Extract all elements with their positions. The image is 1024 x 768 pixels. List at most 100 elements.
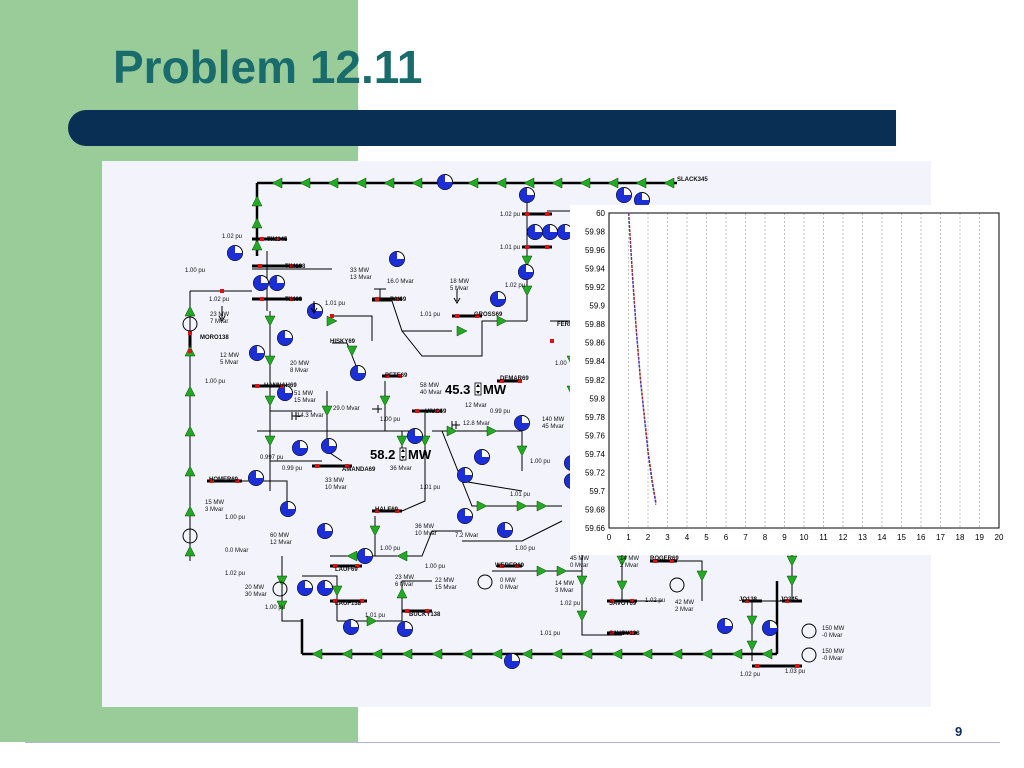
generator-icon (457, 467, 473, 483)
breaker (398, 374, 402, 378)
load-label: 5 Mvar (220, 360, 238, 366)
x-tick-label: 12 (839, 533, 848, 542)
y-tick-label: 59.84 (585, 357, 606, 366)
generator-icon (317, 523, 333, 539)
y-tick-label: 59.66 (585, 524, 606, 533)
flow-arrow (184, 305, 196, 317)
load-label: 23 MW (395, 575, 414, 581)
generator-icon (527, 224, 543, 240)
frequency-chart: 6059.9859.9659.9459.9259.959.8859.8659.8… (570, 205, 1010, 555)
mw-unit: MW (408, 447, 432, 462)
bus-label: TIM138 (285, 264, 306, 270)
load-label: 150 MW (822, 626, 845, 632)
voltage-label: 1.00 pu (530, 459, 550, 465)
load-label: 5 Mvar (450, 286, 468, 292)
flow-arrow (271, 177, 283, 189)
load-label: 15 Mvar (435, 585, 457, 591)
load-label: 6 Mvar (395, 582, 413, 588)
y-tick-label: 59.72 (585, 468, 606, 477)
breaker (415, 409, 419, 413)
flow-arrow (641, 648, 653, 660)
load-label: 0 Mvar (570, 563, 588, 569)
bus-label: ROGER69 (650, 556, 679, 562)
x-tick-label: 14 (878, 533, 887, 542)
load-label: 0 MW (500, 578, 516, 584)
x-tick-label: 11 (819, 533, 828, 542)
flow-arrow (536, 500, 548, 512)
x-tick-label: 4 (685, 533, 690, 542)
flow-arrow (341, 648, 353, 660)
x-tick-label: 8 (763, 533, 768, 542)
breaker (755, 664, 759, 668)
load-label: 150 MW (822, 649, 845, 655)
load-label: 2 Mvar (675, 607, 693, 613)
flow-arrow (786, 575, 798, 587)
flow-arrow (516, 500, 528, 512)
breaker (518, 379, 522, 383)
breaker (375, 297, 379, 301)
generator-icon (343, 619, 359, 635)
x-tick-label: 5 (704, 533, 709, 542)
breaker (188, 349, 192, 353)
frequency-series-line (628, 212, 657, 504)
flow-arrow (607, 177, 619, 189)
breaker (395, 297, 399, 301)
voltage-label: 1.02 pu (740, 672, 760, 678)
x-tick-label: 6 (724, 533, 729, 542)
generator-icon (397, 621, 413, 637)
load-label: 14 MW (620, 556, 639, 562)
flow-arrow (346, 345, 358, 357)
generator-icon (357, 548, 373, 564)
voltage-label: 1.00 pu (205, 379, 225, 385)
bus-label: JO138 (739, 597, 758, 603)
load-label: 0.0 Mvar (225, 548, 248, 554)
flow-arrow (379, 395, 391, 407)
plot-frame (608, 212, 1000, 529)
y-tick-label: 59.92 (585, 283, 606, 292)
breaker (258, 264, 262, 268)
voltage-label: 1.00 (555, 361, 567, 367)
x-tick-label: 16 (917, 533, 926, 542)
generator-icon (437, 174, 453, 190)
bus-label: FERN (557, 322, 573, 328)
breaker (355, 564, 359, 568)
x-tick-label: 2 (646, 533, 651, 542)
flow-arrow (264, 395, 276, 407)
load-label: 0 Mvar (500, 585, 518, 591)
mw-spinner-icon[interactable] (474, 382, 482, 396)
x-tick-label: 19 (975, 533, 984, 542)
load-label: 33 MW (325, 478, 344, 484)
load-label: 10 Mvar (325, 485, 347, 491)
flow-arrow (371, 648, 383, 660)
flow-arrow (523, 177, 535, 189)
x-tick-label: 15 (897, 533, 906, 542)
bus-label: GROSS69 (474, 312, 503, 318)
breaker (500, 379, 504, 383)
flow-arrow (327, 177, 339, 189)
voltage-label: 1.02 pu (560, 601, 580, 607)
load-label: 33 MW (350, 268, 369, 274)
generator-icon (321, 438, 337, 454)
load-label: 42 MW (675, 600, 694, 606)
flow-arrow (276, 575, 288, 587)
flow-arrow (346, 550, 358, 562)
mw-spinner-icon[interactable] (399, 447, 407, 461)
page-number: 9 (955, 724, 963, 739)
generator-icon (514, 415, 530, 431)
bus-label: MORO138 (200, 335, 229, 341)
flow-arrow (536, 565, 548, 577)
flow-arrow (581, 648, 593, 660)
breaker (375, 509, 379, 513)
y-tick-label: 59.86 (585, 339, 606, 348)
generator-icon (350, 365, 366, 381)
breaker (785, 599, 789, 603)
flow-arrow (331, 585, 343, 597)
flow-arrow (521, 255, 533, 267)
slide-title: Problem 12.11 (113, 41, 423, 93)
bus-label: LAUF138 (335, 601, 362, 607)
mw-unit: MW (483, 382, 507, 397)
breaker (260, 237, 264, 241)
flow-arrow (579, 177, 591, 189)
flow-arrow (786, 555, 798, 567)
